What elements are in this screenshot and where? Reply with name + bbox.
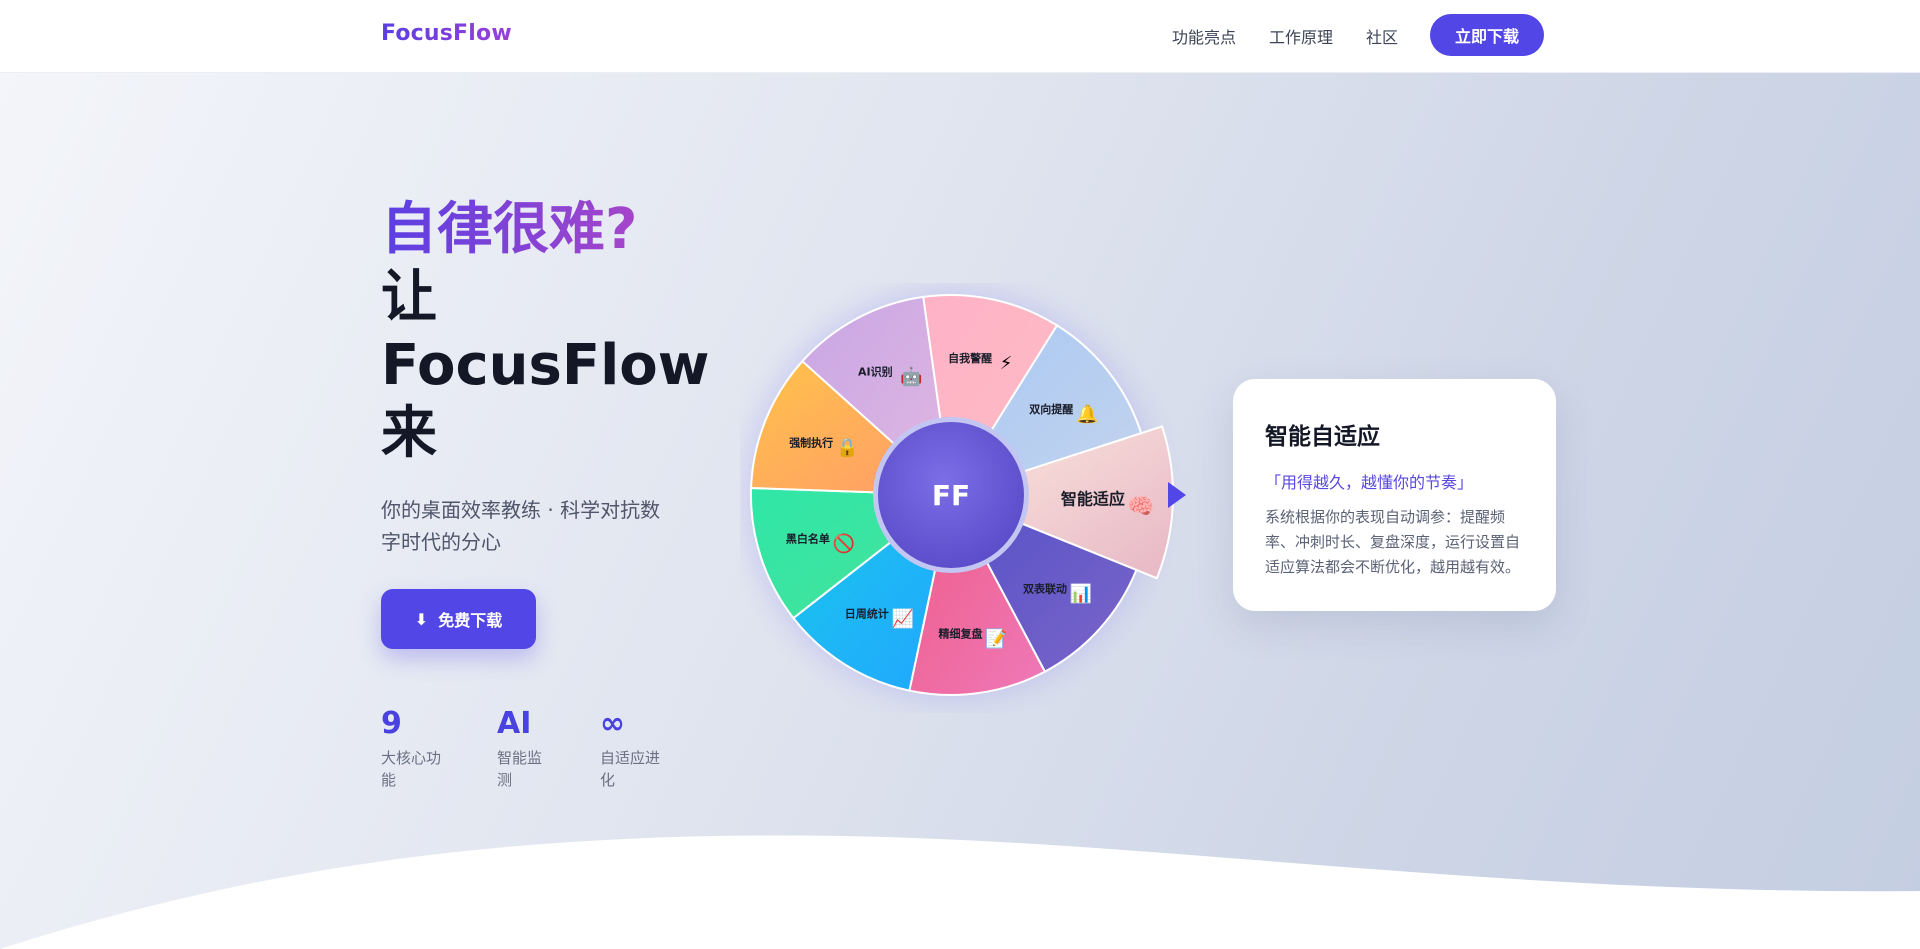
feature-detail-card: 智能自适应 「用得越久，越懂你的节奏」 系统根据你的表现自动调参：提醒频率、冲刺… bbox=[1233, 379, 1556, 611]
wheel-segment-label: 双表联动 bbox=[1023, 582, 1067, 596]
line-chart-icon: 📈 bbox=[892, 608, 914, 630]
stat-label: 自适应进化 bbox=[600, 749, 661, 789]
download-icon: ⬇ bbox=[414, 609, 429, 629]
nav-link-how-it-works[interactable]: 工作原理 bbox=[1269, 28, 1334, 47]
nav-link-features[interactable]: 功能亮点 bbox=[1172, 28, 1237, 47]
hero-subtitle: 你的桌面效率教练 · 科学对抗数字时代的分心 bbox=[381, 498, 661, 554]
brain-icon: 🧠 bbox=[1127, 494, 1154, 519]
stat-value: ∞ bbox=[600, 706, 625, 741]
stat-core-features: 9 大核心功能 bbox=[381, 706, 441, 791]
hero-section bbox=[0, 73, 1920, 949]
bell-icon: 🔔 bbox=[1076, 404, 1098, 425]
lightning-icon: ⚡ bbox=[1000, 353, 1013, 374]
stat-label: 智能监测 bbox=[497, 749, 543, 789]
logo[interactable]: FocusFlow bbox=[381, 21, 512, 46]
card-description: 系统根据你的表现自动调参：提醒频率、冲刺时长、复盘深度，运行设置自适应算法都会不… bbox=[1265, 508, 1521, 576]
wheel-segment-label: 强制执行 bbox=[789, 436, 833, 450]
stat-label: 大核心功能 bbox=[381, 749, 442, 789]
headline-highlight: 自律很难? bbox=[381, 196, 701, 264]
prohibited-icon: 🚫 bbox=[833, 532, 855, 554]
navbar: FocusFlow 功能亮点 工作原理 社区 立即下载 bbox=[0, 0, 1920, 73]
headline-line: 让 bbox=[381, 265, 437, 330]
stat-adaptive-evolution: ∞ 自适应进化 bbox=[600, 706, 662, 791]
wheel-center-label: FF bbox=[932, 479, 970, 512]
wheel-segment-label: 黑白名单 bbox=[786, 531, 830, 545]
feature-wheel[interactable]: 自我警醒 ⚡ 双向提醒🔔 智能适应🧠 双表联动📊 精细复盘📝 日周统计📈 黑白名单🚫 强制执行🔒… bbox=[740, 283, 1200, 713]
wheel-hub[interactable] bbox=[878, 422, 1024, 568]
stat-ai-monitoring: AI 智能监测 bbox=[497, 706, 545, 791]
stat-value: 9 bbox=[381, 706, 402, 741]
bar-chart-icon: 📊 bbox=[1070, 583, 1092, 605]
wheel-segment-label: 精细复盘 bbox=[939, 627, 983, 641]
card-title: 智能自适应 bbox=[1265, 424, 1380, 450]
stat-value: AI bbox=[497, 706, 532, 741]
wheel-segment-label: 自我警醒 bbox=[948, 351, 992, 365]
free-download-label: 免费下载 bbox=[438, 611, 503, 630]
free-download-button[interactable]: ⬇ 免费下载 bbox=[381, 589, 536, 649]
wheel-segment-label: 智能适应 bbox=[1061, 489, 1125, 508]
robot-icon: 🤖 bbox=[900, 365, 922, 387]
lock-icon: 🔒 bbox=[836, 438, 858, 459]
wheel-segment-label: AI识别 bbox=[858, 364, 893, 378]
memo-icon: 📝 bbox=[985, 628, 1007, 650]
headline-line: FocusFlow bbox=[381, 333, 710, 398]
card-quote: 「用得越久，越懂你的节奏」 bbox=[1265, 473, 1474, 492]
wheel-segment-label: 双向提醒 bbox=[1029, 402, 1073, 416]
wheel-segment-label: 日周统计 bbox=[845, 607, 889, 621]
wave-divider bbox=[0, 835, 1920, 949]
nav-download-button[interactable]: 立即下载 bbox=[1430, 14, 1544, 56]
nav-link-community[interactable]: 社区 bbox=[1366, 28, 1399, 47]
wheel-pointer bbox=[1168, 482, 1186, 508]
headline-line: 来 bbox=[381, 401, 437, 466]
hero-headline: 自律很难? 让 FocusFlow 来 bbox=[381, 196, 710, 468]
